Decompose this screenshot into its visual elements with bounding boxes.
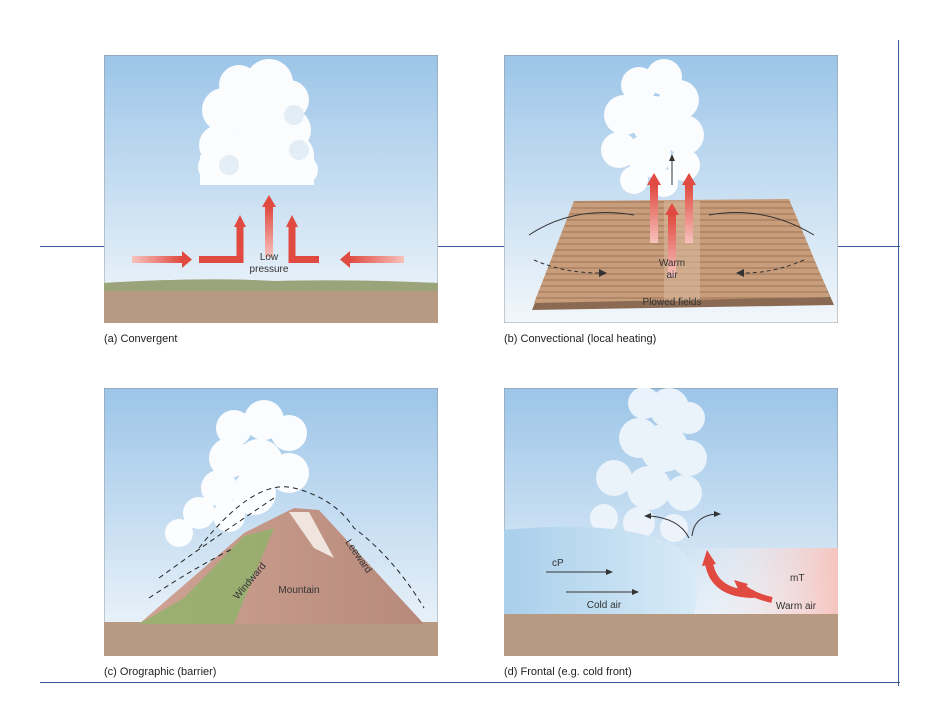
panel-convergent: Low pressure bbox=[104, 55, 438, 323]
cloud bbox=[165, 400, 309, 547]
circulation-arrows bbox=[528, 212, 815, 274]
label-cp: cP bbox=[552, 558, 564, 569]
label-pressure: pressure bbox=[250, 264, 289, 275]
horizontal-rule-top bbox=[40, 246, 900, 247]
airflow-arrows bbox=[148, 486, 425, 609]
cloud bbox=[590, 388, 707, 542]
panel-convectional: Warm air Plowed fields bbox=[504, 55, 838, 323]
label-air: air bbox=[666, 270, 678, 281]
lifting-arrows bbox=[648, 513, 717, 539]
label-cold-air: Cold air bbox=[587, 600, 622, 611]
label-mt: mT bbox=[790, 573, 804, 584]
horizontal-rule-bottom bbox=[40, 682, 900, 683]
caption-orographic: (c) Orographic (barrier) bbox=[104, 666, 217, 678]
vertical-rule bbox=[898, 40, 899, 686]
panel-frontal: cP Cold air mT Warm air bbox=[504, 388, 838, 656]
warm-air-arrows bbox=[702, 550, 773, 603]
label-low: Low bbox=[260, 252, 279, 263]
label-warm: Warm bbox=[659, 258, 685, 269]
caption-convergent: (a) Convergent bbox=[104, 333, 178, 345]
cloud bbox=[601, 59, 704, 197]
label-warm-air: Warm air bbox=[776, 601, 817, 612]
converging-arrows bbox=[132, 195, 404, 268]
label-mountain: Mountain bbox=[278, 585, 319, 596]
caption-frontal: (d) Frontal (e.g. cold front) bbox=[504, 666, 632, 678]
rising-air-arrows bbox=[647, 154, 696, 277]
panel-orographic: Windward Leeward Mountain bbox=[104, 388, 438, 656]
label-plowed-fields: Plowed fields bbox=[643, 297, 702, 308]
caption-convectional: (b) Convectional (local heating) bbox=[504, 333, 657, 345]
